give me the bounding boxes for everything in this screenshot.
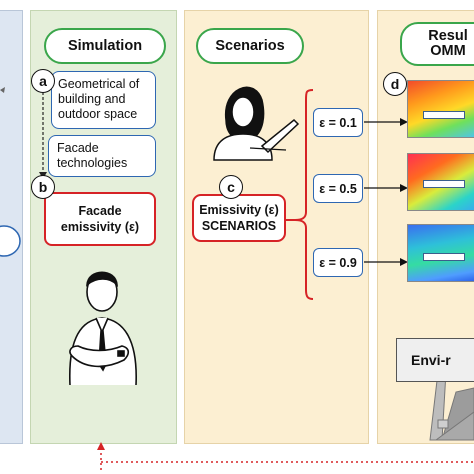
epsilon-0-9-box: ε = 0.9 [313,248,363,277]
heatmap-building-outline [423,111,465,119]
emissivity-scenarios-line2: SCENARIOS [201,219,277,233]
emissivity-scenarios-box: Emissivity (ε) SCENARIOS [192,194,286,242]
cloud-icon [0,225,21,257]
simulation-header: Simulation [44,28,166,64]
facade-technologies-box: Facade technologies [48,135,156,177]
arrow-fragment-icon [0,87,5,93]
feedback-loop-line [100,447,474,470]
step-c-marker: c [219,175,243,199]
heatmap-eps-0-9 [407,224,474,282]
heatmap-eps-0-1 [407,80,474,138]
facade-emissivity-line2: emissivity (ε) [60,220,140,234]
results-header: Resul OMM [400,22,474,66]
results-header-line1: Resul [428,28,468,44]
step-d-marker: d [383,72,407,96]
building-model-icon [429,371,474,441]
feedback-arrowhead [97,442,105,450]
step-a-marker: a [31,69,55,93]
epsilon-0-1-box: ε = 0.1 [313,108,363,137]
envi-met-label: Envi-r [396,338,474,382]
eps3-arrowhead [400,258,408,266]
heatmap-building-outline [423,180,465,188]
heatmap-building-outline [423,253,465,261]
epsilon-0-5-box: ε = 0.5 [313,174,363,203]
emissivity-scenarios-line1: Emissivity (ε) [199,203,279,217]
woman-laptop-icon [213,86,300,161]
heatmap-eps-0-5 [407,153,474,211]
scenarios-header: Scenarios [196,28,304,64]
geometry-box: Geometrical of building and outdoor spac… [51,71,156,129]
eps1-arrowhead [400,118,408,126]
eps2-arrowhead [400,184,408,192]
step-b-marker: b [31,175,55,199]
man-thinking-icon [69,271,137,386]
scenario-brace [294,89,314,300]
facade-emissivity-line1: Facade [78,204,122,218]
results-header-line2: OMM [430,43,466,59]
facade-emissivity-box: Facade emissivity (ε) [44,192,156,246]
